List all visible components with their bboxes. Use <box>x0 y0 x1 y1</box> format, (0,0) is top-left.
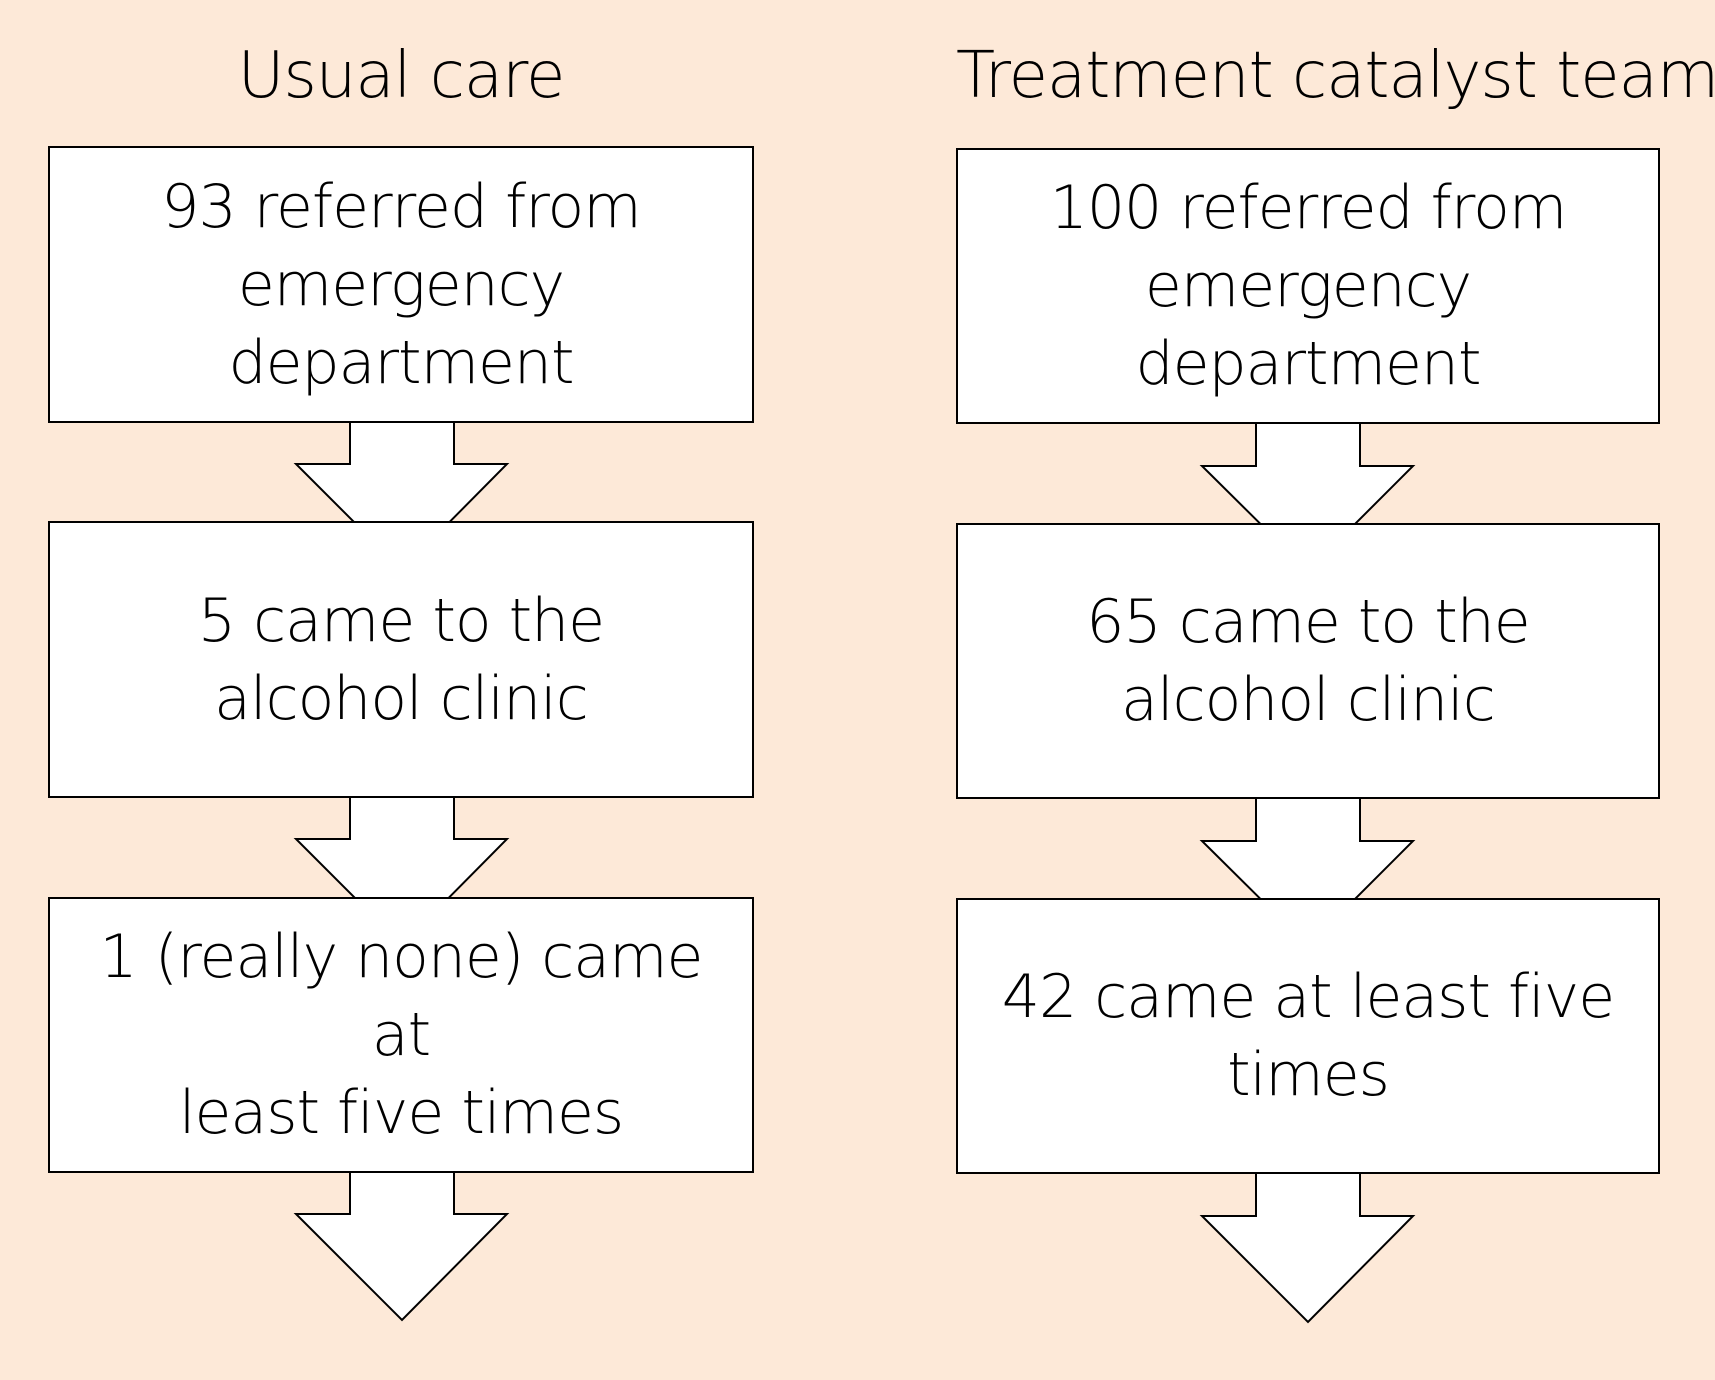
step-text-line: alcohol clinic <box>214 663 589 734</box>
catalyst-step-five-times: 42 came at least five times <box>956 898 1660 1174</box>
down-arrow-right-3 <box>1199 1161 1416 1324</box>
treatment-catalyst-teams-title: Treatment catalyst teams <box>956 39 1715 113</box>
usual-care-step-came-to-clinic: 5 came to the alcohol clinic <box>48 521 754 798</box>
step-text-line: times <box>1227 1040 1390 1110</box>
usual-care-step-referred: 93 referred from emergency department <box>48 146 754 423</box>
step-text-line: 65 came to the <box>1086 587 1530 657</box>
step-text-line: emergency department <box>228 249 575 398</box>
step-text-line: 5 came to the <box>197 585 605 656</box>
step-text-line: 42 came at least five <box>1001 962 1615 1032</box>
down-arrow-left-3 <box>293 1159 510 1322</box>
step-text-line: 1 (really none) came at <box>99 922 704 1070</box>
catalyst-step-came-to-clinic: 65 came to the alcohol clinic <box>956 523 1660 799</box>
step-text-line: alcohol clinic <box>1121 665 1496 735</box>
step-text-line: 93 referred from <box>161 171 641 242</box>
step-text-line: least five times <box>178 1078 624 1148</box>
catalyst-step-referred: 100 referred from emergency department <box>956 148 1660 424</box>
usual-care-title: Usual care <box>237 39 566 113</box>
step-text-line: 100 referred from <box>1049 173 1568 243</box>
usual-care-step-five-times: 1 (really none) came at least five times <box>48 897 754 1173</box>
step-text-line: emergency department <box>1135 251 1482 399</box>
